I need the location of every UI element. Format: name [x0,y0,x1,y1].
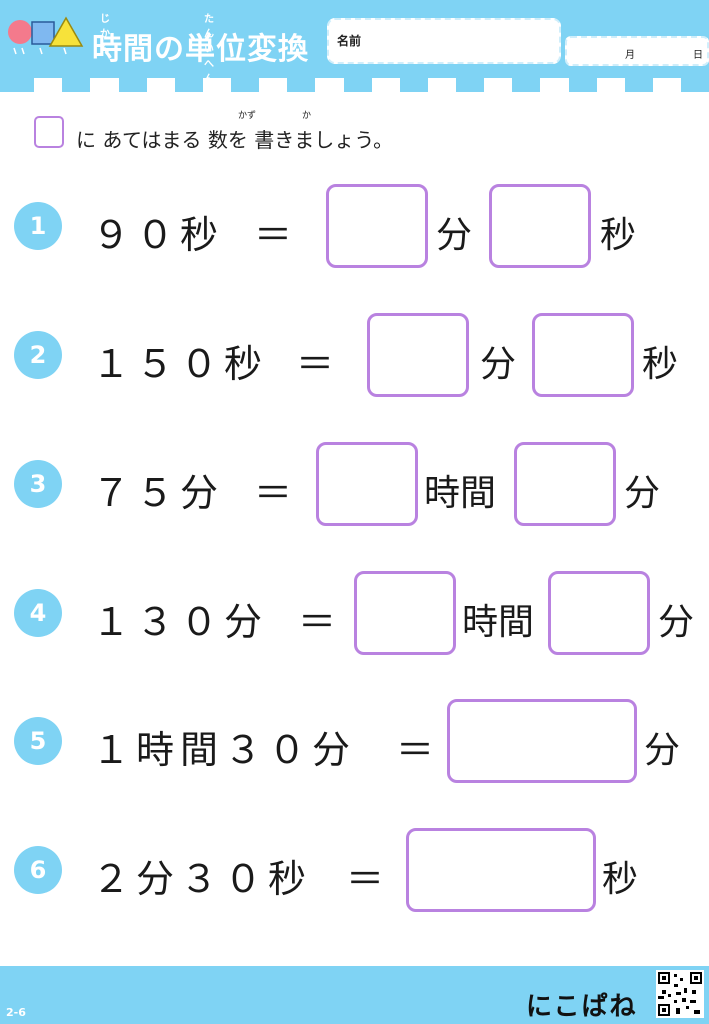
answer-box-2[interactable] [489,184,591,268]
title-ruby-jikan: じかん [100,14,110,55]
equals-sign: ＝ [296,342,335,386]
problem-expression: １５０秒 [92,342,269,386]
ruby-ka: か [302,111,312,121]
problem-number: 4 [14,589,62,637]
unit-label: 秒 [642,344,679,385]
unit-label: 分 [436,215,473,256]
problem-6: 6 ２分３０秒 ＝ 秒 [0,826,709,916]
answer-box-1[interactable] [316,442,418,526]
day-label: 日 [693,50,703,61]
answer-box-2[interactable] [548,571,650,655]
equals-sign: ＝ [396,728,435,772]
shapes-logo-icon [8,16,84,55]
page-header: じかん たんいへんかん 時間の単位変換 名前 月 日 [0,0,709,115]
equals-sign: ＝ [298,600,337,644]
problem-number: 1 [14,202,62,250]
unit-label: 秒 [602,859,639,900]
page-title: 時間の単位変換 [92,32,309,67]
problem-expression: ７５分 [92,471,225,515]
answer-box-2[interactable] [514,442,616,526]
worksheet-code: 2-6 [6,1006,26,1019]
problem-number: 2 [14,331,62,379]
problem-2: 2 １５０秒 ＝ 分 秒 [0,311,709,401]
page-footer: 2-6 にこぱね [0,966,709,1024]
instruction-text: に あてはまる 数を 書きましょう。 [76,128,394,152]
answer-box-1[interactable] [326,184,428,268]
instruction: かず か に あてはまる 数を 書きましょう。 [34,104,534,154]
header-scallop [0,78,709,92]
ruby-kazu: かず [238,111,257,121]
unit-label: 分 [624,473,661,514]
problem-expression: １３０分 [92,600,269,644]
problem-1: 1 ９０秒 ＝ 分 秒 [0,182,709,272]
unit-label: 分 [644,730,681,771]
problem-expression: ９０秒 [92,213,225,257]
problem-expression: ２分３０秒 [92,857,313,901]
answer-box-1[interactable] [406,828,596,912]
answer-box-1[interactable] [367,313,469,397]
equals-sign: ＝ [254,213,293,257]
unit-label: 分 [658,602,695,643]
month-label: 月 [625,50,635,61]
equals-sign: ＝ [346,857,385,901]
problem-3: 3 ７５分 ＝ 時間 分 [0,440,709,530]
equals-sign: ＝ [254,471,293,515]
qr-code-icon [656,970,704,1018]
unit-label: 時間 [424,473,497,514]
problem-number: 5 [14,717,62,765]
unit-label: 時間 [462,602,535,643]
unit-label: 秒 [600,215,637,256]
problem-5: 5 １時間３０分 ＝ 分 [0,697,709,787]
problem-number: 6 [14,846,62,894]
brand-logo: にこぱね [526,992,638,1022]
problem-number: 3 [14,460,62,508]
problem-4: 4 １３０分 ＝ 時間 分 [0,569,709,659]
date-field[interactable]: 月 日 [565,36,709,66]
unit-label: 分 [480,344,517,385]
instruction-sample-box [34,116,64,148]
answer-box-2[interactable] [532,313,634,397]
name-field[interactable]: 名前 [327,18,561,64]
answer-box-1[interactable] [354,571,456,655]
name-label: 名前 [337,34,362,48]
problem-expression: １時間３０分 [92,728,357,772]
answer-box-1[interactable] [447,699,637,783]
